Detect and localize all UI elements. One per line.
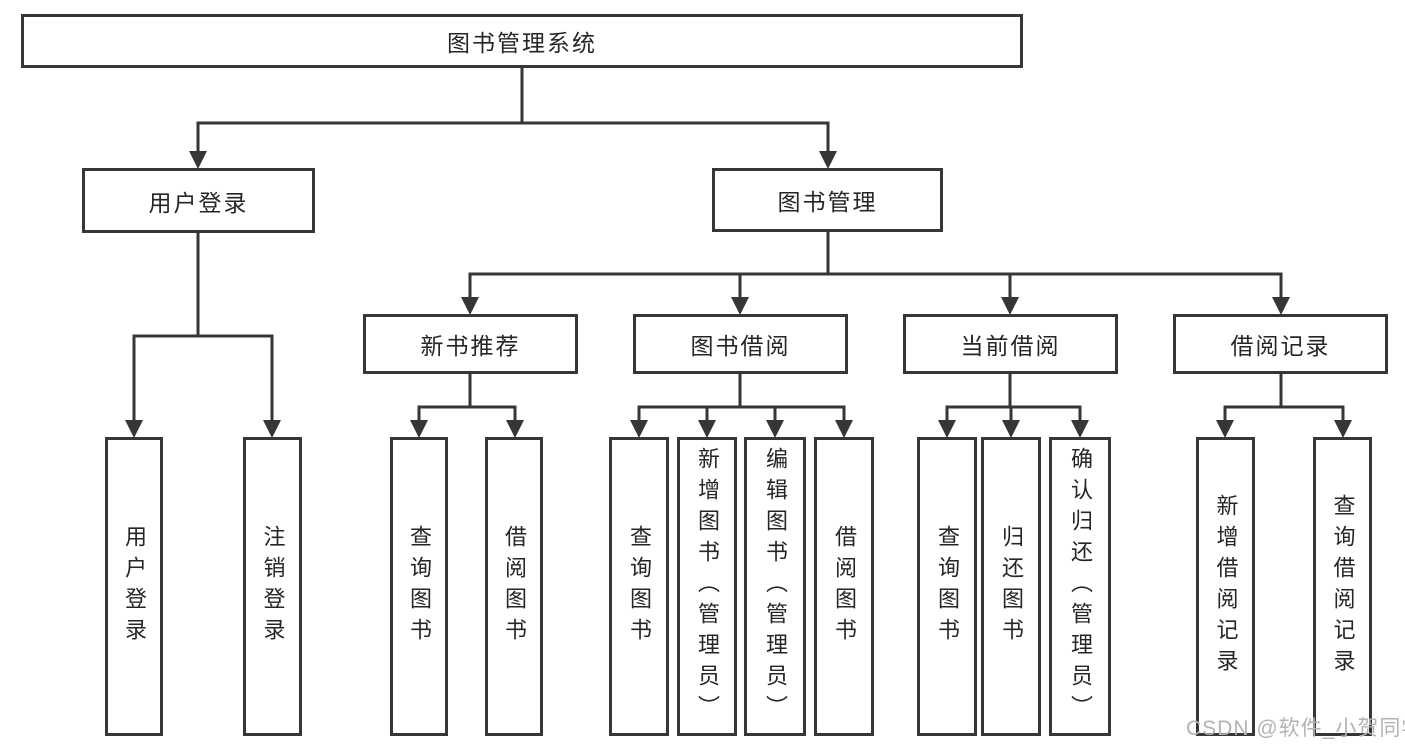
node-label: 当前借阅 bbox=[960, 333, 1061, 359]
node-book-management: 图书管理 bbox=[712, 168, 943, 232]
node-label: 确认归还（管理员） bbox=[1068, 447, 1093, 726]
node-label: 用户登录 bbox=[148, 189, 249, 216]
node-label: 查询借阅记录 bbox=[1330, 493, 1356, 680]
node-label: 查询图书 bbox=[627, 524, 652, 649]
node-label: 图书借阅 bbox=[690, 333, 791, 359]
node-user-login: 用户登录 bbox=[82, 168, 315, 233]
leaf-confirm-return-admin: 确认归还（管理员） bbox=[1049, 437, 1111, 736]
node-label: 新增图书（管理员） bbox=[695, 447, 720, 726]
node-root-library-system: 图书管理系统 bbox=[21, 14, 1023, 68]
node-borrow-records: 借阅记录 bbox=[1173, 314, 1388, 374]
tree-branch-lines bbox=[132, 66, 1345, 424]
node-label: 图书管理系统 bbox=[447, 30, 597, 56]
csdn-watermark: CSDN @软件_小贺同学 bbox=[1186, 717, 1405, 740]
leaf-borrow-books: 借阅图书 bbox=[814, 437, 874, 736]
node-label: 查询图书 bbox=[407, 524, 432, 649]
leaf-edit-books-admin: 编辑图书（管理员） bbox=[744, 437, 806, 736]
leaf-return-books: 归还图书 bbox=[981, 437, 1041, 736]
node-label: 借阅图书 bbox=[502, 524, 527, 649]
node-label: 借阅图书 bbox=[832, 524, 857, 649]
node-book-borrow: 图书借阅 bbox=[633, 314, 848, 374]
node-new-book-recommend: 新书推荐 bbox=[363, 314, 578, 374]
node-label: 归还图书 bbox=[999, 524, 1024, 649]
node-label: 新增借阅记录 bbox=[1213, 493, 1239, 680]
leaf-user-login: 用户登录 bbox=[105, 437, 163, 736]
node-label: 图书管理 bbox=[777, 189, 878, 215]
node-label: 新书推荐 bbox=[420, 333, 521, 359]
leaf-query-books-current: 查询图书 bbox=[917, 437, 977, 736]
node-label: 借阅记录 bbox=[1230, 333, 1331, 359]
node-label: 查询图书 bbox=[935, 524, 960, 649]
leaf-query-books-borrow: 查询图书 bbox=[609, 437, 669, 736]
leaf-borrow-books-recommend: 借阅图书 bbox=[485, 437, 543, 736]
node-label: 注销登录 bbox=[260, 524, 286, 649]
leaf-add-borrow-record: 新增借阅记录 bbox=[1196, 437, 1255, 736]
leaf-query-books-recommend: 查询图书 bbox=[390, 437, 448, 736]
leaf-query-borrow-record: 查询借阅记录 bbox=[1313, 437, 1372, 736]
leaf-add-books-admin: 新增图书（管理员） bbox=[677, 437, 737, 736]
node-label: 编辑图书（管理员） bbox=[763, 447, 788, 726]
node-label: 用户登录 bbox=[122, 524, 147, 649]
leaf-logout: 注销登录 bbox=[243, 437, 302, 736]
node-current-borrow: 当前借阅 bbox=[903, 314, 1118, 374]
